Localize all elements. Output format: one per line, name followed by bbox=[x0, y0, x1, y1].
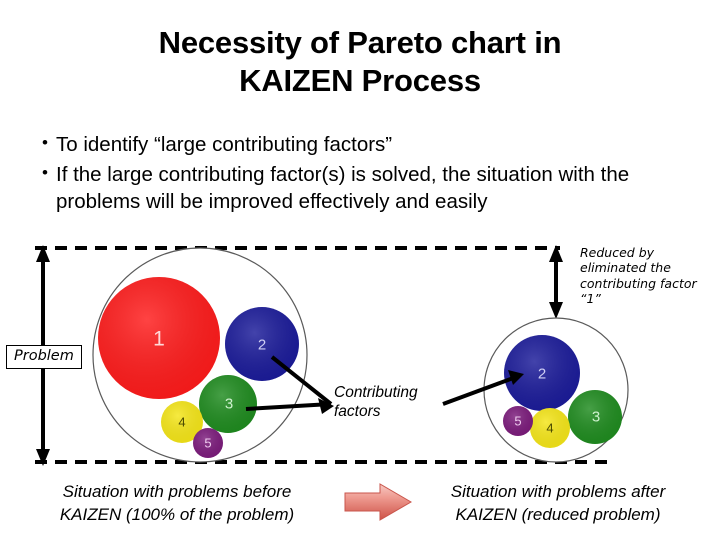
reduction-note-text: Reduced by eliminated the contributing f… bbox=[580, 245, 697, 307]
bullet-text: If the large contributing factor(s) is s… bbox=[56, 163, 630, 214]
problem-extent-label: Problem bbox=[6, 345, 82, 369]
connector-contributing-factors bbox=[245, 355, 334, 414]
bullet-marker-icon: • bbox=[42, 133, 48, 152]
contributing-factors-label: Contributing factors bbox=[334, 384, 418, 421]
caption-before-line-1: Situation with problems before bbox=[62, 482, 292, 501]
cluster-before bbox=[92, 247, 308, 463]
connector-contributing-factors-after bbox=[442, 370, 524, 406]
list-item: • To identify “large contributing factor… bbox=[34, 131, 694, 158]
caption-before-line-2: KAIZEN (100% of the problem) bbox=[59, 504, 295, 524]
caption-after-line-2: KAIZEN (reduced problem) bbox=[455, 504, 661, 524]
bullet-list: • To identify “large contributing factor… bbox=[34, 131, 694, 218]
page-title-line-1: Necessity of Pareto chart in bbox=[158, 25, 562, 60]
page-title: Necessity of Pareto chart in KAIZEN Proc… bbox=[40, 24, 680, 100]
cluster-after bbox=[483, 317, 629, 463]
caption-before: Situation with problems before KAIZEN (1… bbox=[22, 481, 332, 526]
page-title-line-2: KAIZEN Process bbox=[239, 62, 481, 98]
process-arrow-icon bbox=[344, 483, 412, 521]
bullet-text: To identify “large contributing factors” bbox=[56, 133, 393, 156]
reduction-extent-arrow bbox=[549, 245, 563, 319]
caption-after: Situation with problems after KAIZEN (re… bbox=[408, 481, 708, 526]
list-item: • If the large contributing factor(s) is… bbox=[34, 161, 694, 215]
caption-after-line-1: Situation with problems after bbox=[450, 482, 666, 501]
bullet-marker-icon: • bbox=[42, 163, 48, 183]
